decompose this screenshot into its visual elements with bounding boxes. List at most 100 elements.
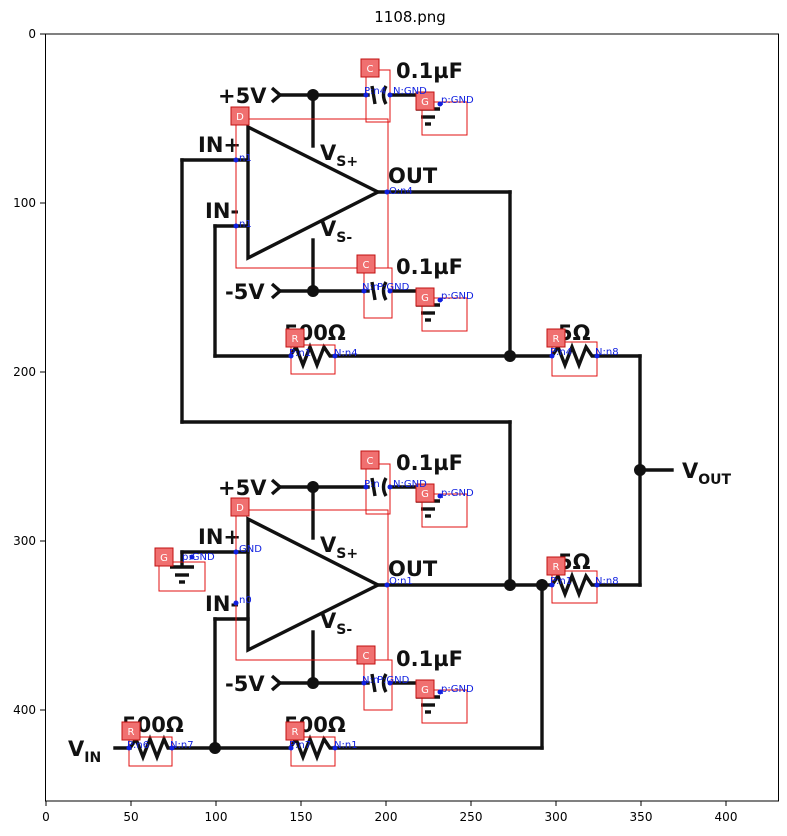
pin-label: N:n (362, 675, 379, 686)
pin-label: N:n8 (595, 576, 619, 587)
supply-label: +5V (218, 84, 267, 108)
x-tick-label: 250 (460, 810, 483, 824)
tag-label: G (421, 293, 429, 304)
pin-label: P:n4 (550, 347, 572, 358)
tag-label: D (236, 503, 244, 514)
opamp-bottom (246, 516, 382, 653)
tag-label: R (292, 334, 299, 345)
ground-bbox (421, 297, 468, 332)
vin-label: VIN (68, 737, 101, 766)
pin-label: P:n (364, 479, 380, 490)
axes-frame (45, 33, 779, 802)
x-tick-label: 400 (715, 810, 738, 824)
pin-label: n0 (239, 595, 252, 606)
ground-bbox (421, 689, 468, 724)
resistor-bbox (290, 344, 336, 375)
ground-bbox (421, 493, 468, 528)
y-tick-label: 200 (13, 365, 36, 379)
input-label: IN- (205, 199, 239, 223)
junction-dots (209, 89, 646, 754)
pin-annotations: P:n4 N:GND p:GND n1 n1 O:n4 N:n P:GND p:… (126, 86, 619, 751)
tag-label: C (367, 64, 374, 75)
pin-label: p:GND (182, 552, 215, 563)
tag-label: R (292, 727, 299, 738)
x-tick-label: 200 (375, 810, 398, 824)
input-label: IN+ (198, 525, 241, 549)
pin-label: P:GND (377, 675, 410, 686)
pin-label: n1 (239, 153, 252, 164)
supply-label: +5V (218, 476, 267, 500)
ground-bbox (421, 101, 468, 136)
supply-label: -5V (225, 280, 265, 304)
type-tags: C G D C G R R C G D G R C G R R (121, 58, 566, 741)
tag-label: G (421, 685, 429, 696)
x-tick-label: 150 (290, 810, 313, 824)
resistor-symbols (128, 342, 598, 762)
pin-label: P:n1 (550, 576, 572, 587)
pin-label: P:n7 (289, 740, 311, 751)
tag-label: G (421, 489, 429, 500)
circuit-text: +5V -5V +5V -5V IN+ IN- IN+ IN- VS+ VS- … (68, 59, 732, 766)
pin-label: n1 (239, 219, 252, 230)
output-label: OUT (388, 557, 438, 581)
x-tick-label: 100 (205, 810, 228, 824)
capacitor-value: 0.1µF (396, 647, 463, 671)
resistor-bbox (290, 736, 336, 767)
y-tick-label: 100 (13, 196, 36, 210)
tag-label: C (363, 651, 370, 662)
supply-arrows (270, 86, 283, 692)
pin-label: O:n4 (389, 186, 413, 197)
pin-label: P:n1 (289, 348, 311, 359)
supply-pin-label: VS- (320, 609, 352, 638)
supply-label: -5V (225, 672, 265, 696)
tag-label: R (553, 562, 560, 573)
capacitor-value: 0.1µF (396, 451, 463, 475)
supply-pin-label: VS+ (320, 141, 358, 170)
pin-label: P:n4 (364, 86, 386, 97)
resistor-bbox (128, 736, 173, 767)
capacitor-symbols (370, 85, 388, 693)
pin-label: N:GND (393, 479, 427, 490)
pin-label: P:n6 (127, 740, 149, 751)
tag-label: G (160, 553, 168, 564)
output-label: OUT (388, 164, 438, 188)
pin-label: N:n1 (334, 740, 358, 751)
pin-label: p:GND (441, 291, 474, 302)
ground-bbox (158, 561, 206, 592)
figure-title: 1108.png (374, 8, 446, 26)
capacitor-value: 0.1µF (396, 59, 463, 83)
resistor-bbox (551, 341, 598, 377)
tag-label: C (367, 456, 374, 467)
x-tick-label: 300 (545, 810, 568, 824)
pin-label: O:n1 (389, 576, 413, 587)
tag-label: G (421, 97, 429, 108)
capacitor-value: 0.1µF (396, 255, 463, 279)
pin-label: p:GND (441, 684, 474, 695)
y-axis: 0 100 200 300 400 (13, 27, 45, 717)
pin-label: N:n8 (595, 347, 619, 358)
x-tick-label: 50 (123, 810, 138, 824)
x-axis: 0 50 100 150 200 250 300 350 400 (42, 801, 737, 824)
tag-label: C (363, 260, 370, 271)
pin-label: GND (239, 544, 262, 555)
pin-label: N:n4 (334, 348, 358, 359)
input-label: IN+ (198, 133, 241, 157)
tag-label: D (236, 112, 244, 123)
supply-pin-label: VS- (320, 217, 352, 246)
x-tick-label: 350 (630, 810, 653, 824)
pin-label: p:GND (441, 488, 474, 499)
pin-label: N:n7 (170, 740, 194, 751)
tag-label: R (128, 727, 135, 738)
pin-label: P:GND (377, 282, 410, 293)
pin-label: N:n (362, 282, 379, 293)
vout-label: VOUT (682, 459, 732, 488)
y-tick-label: 300 (13, 534, 36, 548)
y-tick-label: 0 (28, 27, 36, 41)
opamp-top (246, 124, 382, 261)
pin-label: N:GND (393, 86, 427, 97)
pin-label: p:GND (441, 95, 474, 106)
supply-pin-label: VS+ (320, 533, 358, 562)
x-tick-label: 0 (42, 810, 50, 824)
input-label: IN- (205, 592, 239, 616)
